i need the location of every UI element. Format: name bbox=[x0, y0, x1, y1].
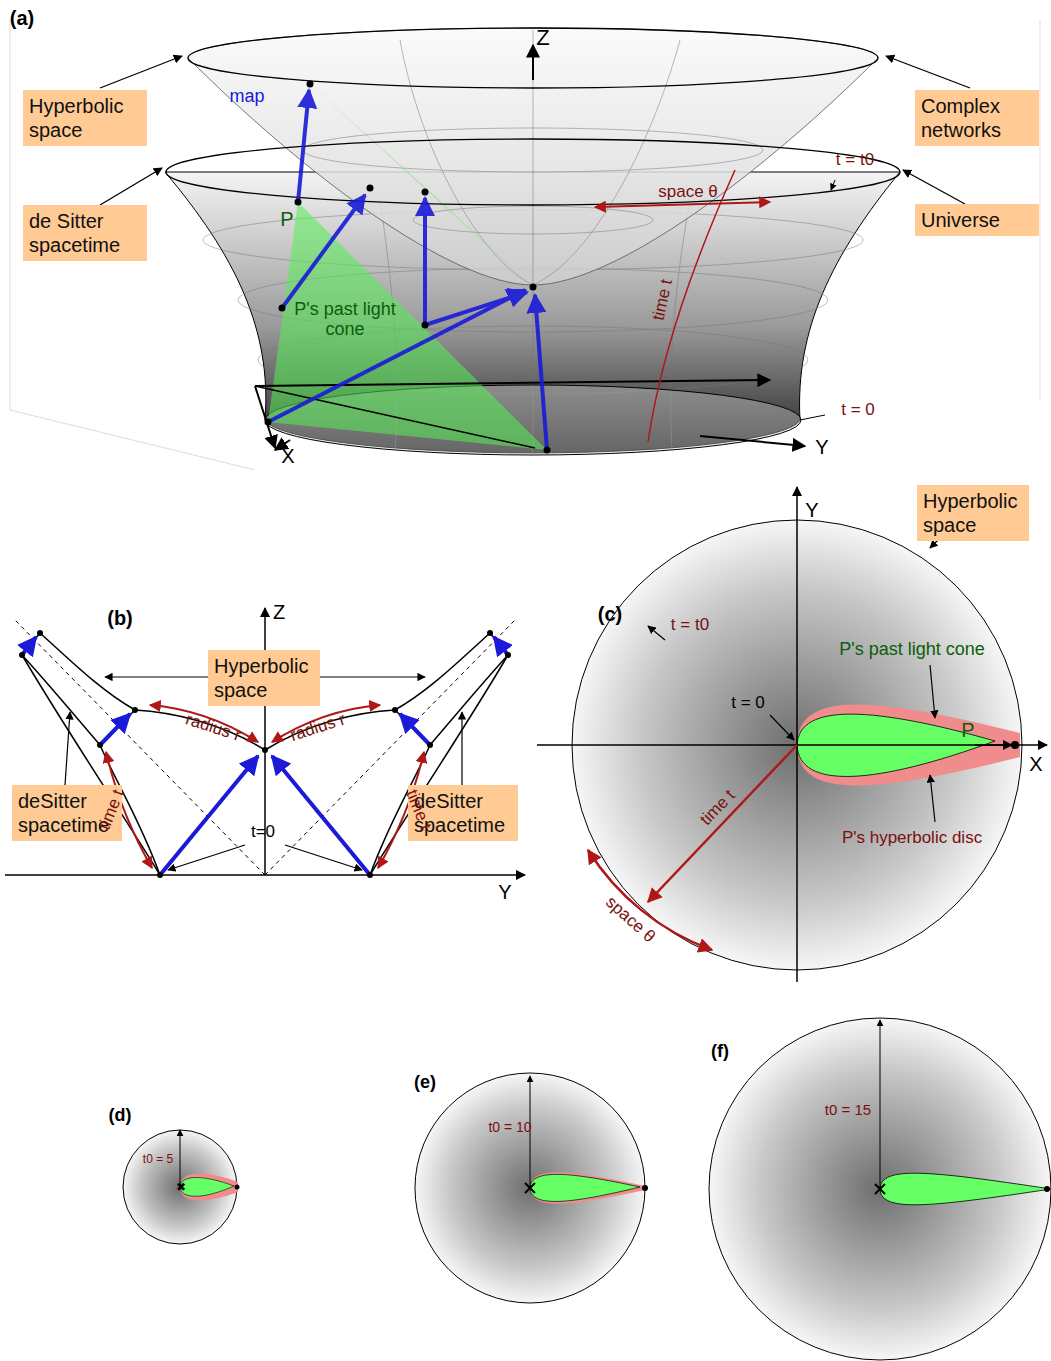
label-box: Hyperbolic space bbox=[917, 485, 1029, 541]
annotation: Z bbox=[273, 601, 285, 623]
panel-letter: (c) bbox=[598, 603, 622, 625]
svg-text:✖: ✖ bbox=[176, 1180, 186, 1194]
panel-letter: (d) bbox=[109, 1106, 132, 1126]
annotation: radius r bbox=[288, 710, 348, 745]
box-text: Complex networks bbox=[921, 94, 1033, 142]
annotation: P bbox=[961, 719, 974, 741]
annotation: X bbox=[1029, 753, 1042, 775]
annotation: P's past light cone bbox=[290, 300, 400, 340]
annotation: t = 0 bbox=[731, 694, 765, 713]
label-box: de Sitter spacetime bbox=[23, 205, 147, 261]
annotation: Y bbox=[805, 499, 818, 521]
annotation: t = 0 bbox=[841, 401, 875, 420]
panel-letter: (b) bbox=[107, 607, 133, 629]
annotation: P's past light cone bbox=[839, 640, 985, 660]
box-text: Hyperbolic space bbox=[29, 94, 141, 142]
box-text: Hyperbolic space bbox=[214, 654, 314, 702]
annotation: X bbox=[281, 445, 294, 467]
panel-letter: (e) bbox=[414, 1073, 436, 1093]
annotation: P's hyperbolic disc bbox=[842, 829, 982, 848]
label-box: Hyperbolic space bbox=[23, 90, 147, 146]
annotation: Y bbox=[815, 436, 828, 458]
annotation: space θ bbox=[658, 183, 718, 202]
annotation: Z bbox=[536, 26, 549, 50]
annotation: map bbox=[229, 87, 264, 107]
label-box: Hyperbolic space bbox=[208, 650, 320, 706]
box-text: Universe bbox=[921, 208, 1000, 232]
annotation: t0 = 5 bbox=[143, 1153, 173, 1166]
label-box: Universe bbox=[915, 204, 1039, 236]
box-text: Hyperbolic space bbox=[923, 489, 1023, 537]
annotation: t = t0 bbox=[836, 151, 874, 170]
box-text: de Sitter spacetime bbox=[29, 209, 141, 257]
annotation: P bbox=[280, 208, 293, 230]
label-box: Complex networks bbox=[915, 90, 1039, 146]
panel-letter: (f) bbox=[711, 1042, 729, 1062]
annotation: t = t0 bbox=[671, 616, 709, 635]
annotation: t0 = 15 bbox=[825, 1102, 871, 1119]
panel-letter: (a) bbox=[10, 7, 34, 29]
annotation: t=0 bbox=[251, 823, 275, 842]
annotation: radius r bbox=[183, 710, 243, 745]
annotation: Y bbox=[498, 881, 511, 903]
annotation: t0 = 10 bbox=[488, 1120, 531, 1135]
